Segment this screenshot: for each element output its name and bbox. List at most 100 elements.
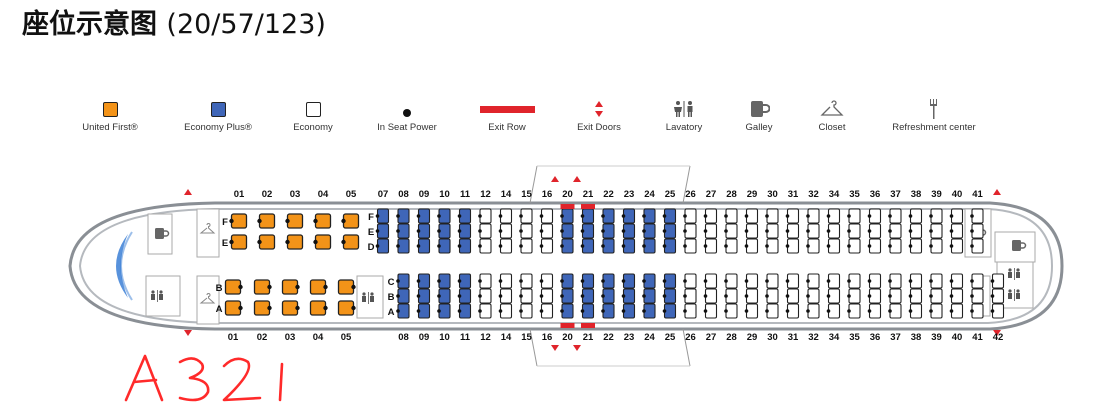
row-number-bottom: 41 xyxy=(972,332,983,343)
power-dot xyxy=(323,284,328,290)
power-dot xyxy=(539,279,544,283)
power-dot xyxy=(437,229,441,233)
power-dot xyxy=(888,214,892,218)
seat-letter: F xyxy=(222,217,228,228)
legend-exit-row: Exit Row xyxy=(457,96,557,133)
legend-economy: Economy xyxy=(263,96,363,133)
power-dot xyxy=(621,309,626,313)
power-dot xyxy=(478,229,482,233)
power-dot xyxy=(662,279,667,283)
power-dot xyxy=(313,239,318,245)
power-dot xyxy=(621,214,626,218)
page-title-main: 座位示意图 xyxy=(22,9,157,40)
seat-letter: B xyxy=(388,292,395,303)
row-number-top: 34 xyxy=(829,189,840,200)
legend-closet: Closet xyxy=(782,96,882,133)
power-dot xyxy=(847,214,851,218)
power-dot xyxy=(295,305,300,311)
exit-door-arrow xyxy=(184,189,192,195)
row-number-bottom: 42 xyxy=(993,332,1004,343)
lavatory-icon xyxy=(362,292,374,304)
power-dot xyxy=(806,309,810,313)
power-dot xyxy=(826,244,831,248)
power-dot xyxy=(785,244,790,248)
power-dot xyxy=(375,229,380,233)
row-number-bottom: 37 xyxy=(890,332,901,343)
row-number-bottom: 12 xyxy=(480,332,491,343)
power-dot xyxy=(621,279,626,283)
power-dot xyxy=(724,279,728,283)
page-title: 座位示意图 (20/57/123) xyxy=(22,2,326,41)
power-dot xyxy=(416,294,421,298)
power-dot xyxy=(478,279,482,283)
power-dot xyxy=(703,279,708,283)
power-dot xyxy=(341,218,346,224)
power-dot xyxy=(949,244,954,248)
row-number-top: 08 xyxy=(398,189,409,200)
row-number-bottom: 01 xyxy=(228,332,239,343)
power-dot xyxy=(375,244,380,248)
economy-plus-seat-icon xyxy=(210,101,226,117)
power-dot xyxy=(560,294,564,298)
power-dot xyxy=(888,294,892,298)
power-dot xyxy=(724,309,728,313)
power-dot xyxy=(580,279,585,283)
power-dot xyxy=(238,305,243,311)
power-dot xyxy=(457,309,462,313)
first-class-seat xyxy=(230,213,248,229)
first-class-seat xyxy=(337,300,355,316)
power-dot xyxy=(662,294,667,298)
power-dot xyxy=(662,229,667,233)
row-number-bottom: 20 xyxy=(562,332,573,343)
power-dot xyxy=(826,309,831,313)
power-dot xyxy=(765,244,769,248)
power-dot xyxy=(519,229,523,233)
refreshment-icon xyxy=(930,99,937,119)
legend-lavatory: Lavatory xyxy=(634,96,734,133)
power-dot xyxy=(908,244,913,248)
power-dot xyxy=(539,214,544,218)
row-number-top: 14 xyxy=(501,189,512,200)
power-dot xyxy=(888,279,892,283)
row-number-top: 31 xyxy=(788,189,799,200)
power-dot xyxy=(970,244,974,248)
first-class-seat xyxy=(309,279,327,295)
power-dot xyxy=(929,229,933,233)
first-seat-icon xyxy=(102,101,118,117)
first-class-seat xyxy=(286,213,304,229)
row-number-top: 16 xyxy=(542,189,553,200)
row-number-top: 38 xyxy=(911,189,922,200)
power-dot xyxy=(519,244,523,248)
power-dot xyxy=(621,229,626,233)
power-dot xyxy=(457,214,462,218)
power-dot xyxy=(642,244,646,248)
economy-seat-icon xyxy=(305,101,321,117)
row-number-top: 30 xyxy=(767,189,778,200)
power-dot xyxy=(642,279,646,283)
row-number-bottom: 39 xyxy=(931,332,942,343)
exit-door-arrow xyxy=(993,189,1001,195)
power-dot xyxy=(341,239,346,245)
row-number-bottom: 09 xyxy=(419,332,430,343)
row-number-bottom: 32 xyxy=(808,332,819,343)
power-dot xyxy=(785,229,790,233)
seat-letter: E xyxy=(222,238,228,249)
power-dot xyxy=(724,229,728,233)
first-class-seat xyxy=(281,300,299,316)
power-dot xyxy=(683,214,687,218)
exit-door-arrow xyxy=(993,330,1001,336)
power-dot xyxy=(908,229,913,233)
power-dot xyxy=(437,294,441,298)
power-dot xyxy=(662,309,667,313)
power-dot xyxy=(560,279,564,283)
row-number-bottom: 24 xyxy=(644,332,655,343)
power-dot xyxy=(847,309,851,313)
power-dot xyxy=(396,309,400,313)
power-dot xyxy=(498,229,503,233)
power-dot xyxy=(970,279,974,283)
legend-label: Exit Doors xyxy=(577,122,621,133)
row-number-top: 04 xyxy=(318,189,329,200)
cockpit-window xyxy=(116,234,128,298)
power-dot xyxy=(601,279,605,283)
row-number-top: 24 xyxy=(644,189,655,200)
